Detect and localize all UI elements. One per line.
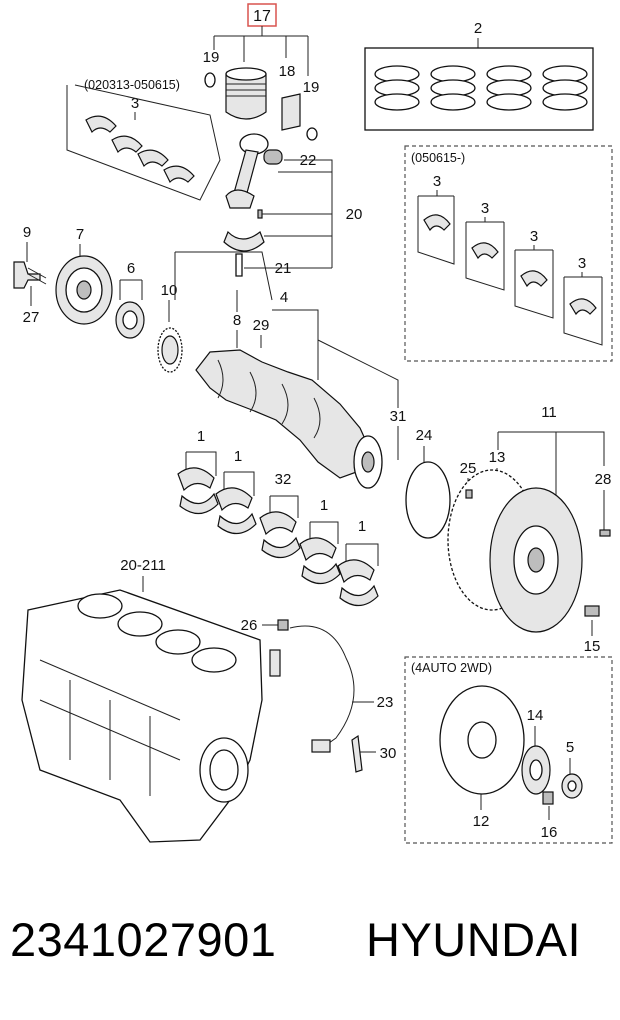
product-caption: 2341027901 HYUNDAI xyxy=(0,912,620,972)
callout-15: 15 xyxy=(584,638,601,655)
callout-6: 6 xyxy=(127,260,135,277)
callout-19-right: 19 xyxy=(303,79,320,96)
drive-plate-variant: (4AUTO 2WD) 14 5 12 16 xyxy=(404,656,613,844)
callout-4: 4 xyxy=(280,289,288,306)
variant-note: (4AUTO 2WD) xyxy=(411,661,492,675)
exploded-parts-diagram: 17 19 18 19 2 (020313-050615) 3 xyxy=(13,3,613,844)
callout-1-a: 1 xyxy=(197,428,205,445)
rod-bearings-old: (020313-050615) 3 xyxy=(66,78,221,201)
callout-8: 8 xyxy=(233,312,241,329)
part-number: 2341027901 xyxy=(10,913,277,966)
callout-3-a: 3 xyxy=(433,173,441,190)
callout-29: 29 xyxy=(253,317,270,334)
callout-1-b: 1 xyxy=(234,448,242,465)
range-note-old: (020313-050615) xyxy=(84,78,180,92)
flywheel-assembly: 11 13 24 25 28 15 xyxy=(405,404,612,655)
piston-group: 17 19 18 19 xyxy=(203,3,320,141)
callout-26: 26 xyxy=(241,617,258,634)
callout-21: 21 xyxy=(275,260,292,277)
callout-14: 14 xyxy=(527,707,544,724)
callout-1-c: 1 xyxy=(320,497,328,514)
callout-10: 10 xyxy=(161,282,178,299)
callout-20: 20 xyxy=(346,206,363,223)
callout-7: 7 xyxy=(76,226,84,243)
callout-3-c: 3 xyxy=(530,228,538,245)
callout-18: 18 xyxy=(279,63,296,80)
callout-17: 17 xyxy=(253,8,271,25)
callout-25: 25 xyxy=(460,460,477,477)
connecting-rod: 22 20 21 xyxy=(223,133,363,277)
callout-23: 23 xyxy=(377,694,394,711)
callout-27: 27 xyxy=(23,309,40,326)
callout-3-top: 3 xyxy=(131,95,139,112)
range-note-new: (050615-) xyxy=(411,151,465,165)
callout-28: 28 xyxy=(595,471,612,488)
callout-31: 31 xyxy=(390,408,407,425)
callout-32: 32 xyxy=(275,471,292,488)
front-end-parts: 9 7 6 10 27 xyxy=(13,224,183,373)
callout-30: 30 xyxy=(380,745,397,762)
callout-16: 16 xyxy=(541,824,558,841)
callout-3-b: 3 xyxy=(481,200,489,217)
callout-11: 11 xyxy=(541,404,557,421)
cylinder-block: 20-211 xyxy=(21,557,263,843)
callout-3-d: 3 xyxy=(578,255,586,272)
callout-9: 9 xyxy=(23,224,31,241)
sensor-harness: 26 23 30 xyxy=(241,617,397,773)
callout-19-left: 19 xyxy=(203,49,220,66)
callout-20-211: 20-211 xyxy=(120,557,166,574)
callout-22: 22 xyxy=(300,152,317,169)
callout-5: 5 xyxy=(566,739,574,756)
crankshaft: 8 29 4 31 xyxy=(174,251,407,489)
callout-1-d: 1 xyxy=(358,518,366,535)
callout-12: 12 xyxy=(473,813,490,830)
piston-rings: 2 xyxy=(364,20,594,131)
callout-13: 13 xyxy=(489,449,506,466)
callout-2: 2 xyxy=(474,20,482,37)
rod-bearings-new: (050615-) 3 3 3 3 xyxy=(404,145,613,362)
main-bearings: 1 1 32 1 1 xyxy=(177,428,379,607)
brand-name: HYUNDAI xyxy=(366,913,582,966)
callout-24: 24 xyxy=(416,427,433,444)
